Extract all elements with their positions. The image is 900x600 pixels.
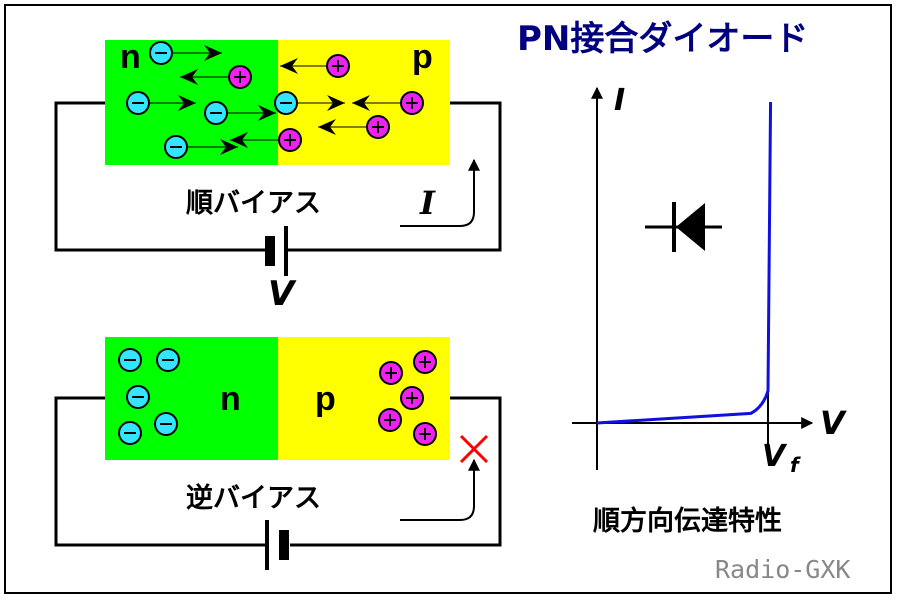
reverse-battery-positive-plate bbox=[265, 520, 269, 570]
carrier-motion-arrow bbox=[318, 119, 367, 135]
diode-symbol-icon bbox=[645, 202, 722, 252]
reverse-n-label: n bbox=[220, 380, 241, 418]
iv-chart-caption: 順方向伝達特性 bbox=[593, 505, 782, 537]
forward-bias-label: 順バイアス bbox=[186, 188, 321, 219]
electron-icon bbox=[118, 421, 142, 445]
outer-frame bbox=[4, 4, 892, 594]
hole-icon bbox=[326, 54, 350, 78]
forward-battery-positive-plate bbox=[284, 226, 288, 276]
reverse-carriers bbox=[118, 348, 437, 446]
hole-icon bbox=[366, 115, 390, 139]
reverse-current-arrow bbox=[400, 458, 480, 521]
electron-icon bbox=[274, 91, 298, 115]
electron-icon bbox=[154, 412, 178, 436]
y-axis-label: I bbox=[614, 83, 625, 118]
iv-curve bbox=[596, 101, 773, 425]
vf-label: V bbox=[762, 439, 788, 474]
reverse-bias-label: 逆バイアス bbox=[186, 482, 321, 514]
hole-icon bbox=[278, 128, 302, 152]
forward-battery-negative-plate bbox=[265, 236, 275, 266]
forward-carriers bbox=[126, 41, 424, 159]
vf-subscript: f bbox=[790, 453, 801, 477]
reverse-p-label: p bbox=[315, 380, 336, 418]
page-title: PN接合ダイオード bbox=[517, 19, 808, 59]
electron-icon bbox=[118, 348, 142, 372]
x-axis-label: V bbox=[820, 404, 847, 442]
forward-current-arrow bbox=[400, 158, 480, 227]
hole-icon bbox=[379, 361, 403, 385]
forward-current-label: I bbox=[419, 184, 436, 222]
electron-icon bbox=[204, 101, 228, 125]
electron-icon bbox=[149, 41, 173, 65]
current-blocked-x-icon bbox=[459, 434, 489, 464]
forward-circuit-wire bbox=[54, 101, 270, 252]
carrier-motion-arrow bbox=[352, 95, 401, 111]
iv-chart: I V V f 順方向伝達特性 bbox=[572, 83, 847, 537]
forward-bias-diagram: n p 順バイアス I V bbox=[54, 38, 502, 314]
carrier-motion-arrow bbox=[180, 69, 229, 85]
hole-icon bbox=[400, 91, 424, 115]
carrier-motion-arrow bbox=[172, 45, 222, 61]
carrier-motion-arrow bbox=[297, 95, 345, 111]
reverse-circuit-wire bbox=[54, 396, 268, 547]
hole-icon bbox=[378, 408, 402, 432]
electron-icon bbox=[164, 135, 188, 159]
carrier-motion-arrow bbox=[149, 95, 196, 111]
hole-icon bbox=[413, 422, 437, 446]
electron-icon bbox=[156, 348, 180, 372]
carrier-motion-arrow bbox=[187, 139, 238, 155]
reverse-circuit-wire-right bbox=[290, 396, 502, 547]
carrier-motion-arrow bbox=[227, 105, 276, 121]
forward-n-label: n bbox=[120, 38, 141, 76]
carrier-motion-arrow bbox=[280, 58, 327, 74]
carrier-motion-arrow bbox=[230, 132, 279, 148]
reverse-battery-negative-plate bbox=[279, 530, 289, 560]
reverse-bias-diagram: n p 逆バイアス bbox=[54, 337, 502, 570]
hole-icon bbox=[228, 65, 252, 89]
forward-voltage-label: V bbox=[268, 274, 297, 314]
forward-circuit-wire-right bbox=[288, 101, 502, 252]
electron-icon bbox=[126, 91, 150, 115]
hole-icon bbox=[400, 386, 424, 410]
hole-icon bbox=[413, 350, 437, 374]
forward-p-label: p bbox=[412, 38, 433, 76]
electron-icon bbox=[126, 385, 150, 409]
credit-text: Radio-GXK bbox=[715, 555, 850, 584]
